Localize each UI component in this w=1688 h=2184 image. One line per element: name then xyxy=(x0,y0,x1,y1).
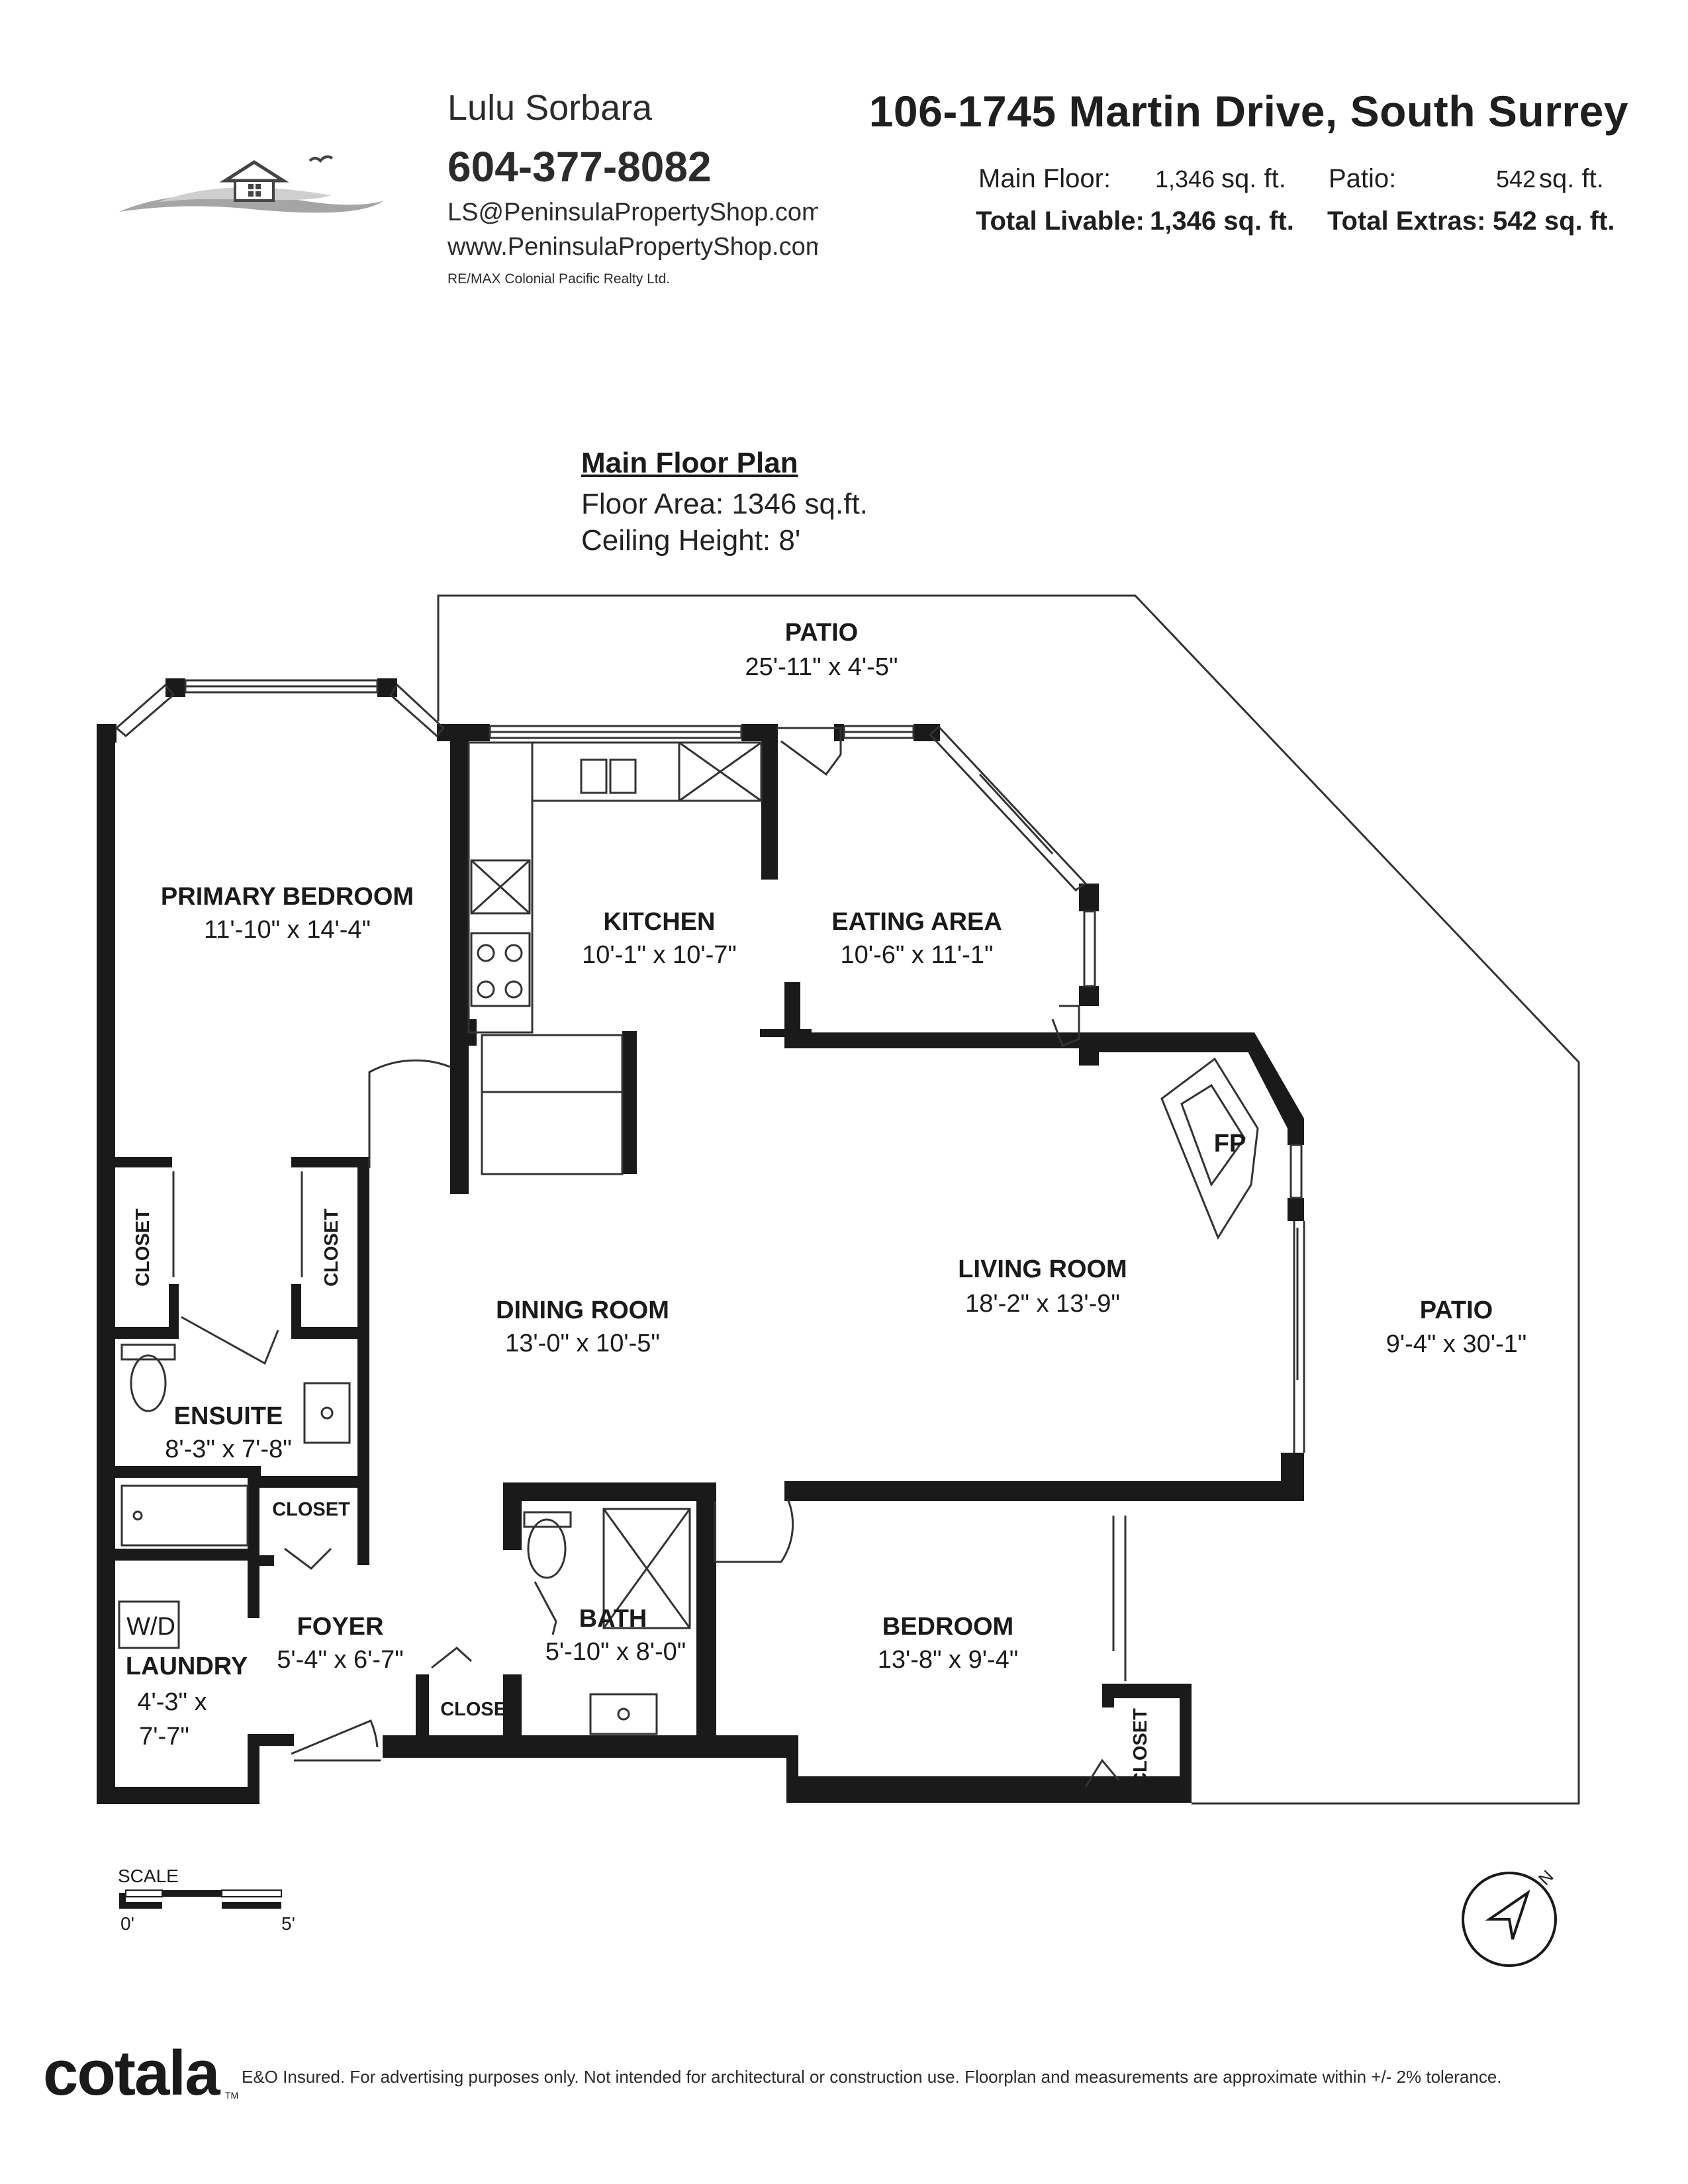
patio-outline xyxy=(437,594,1580,1805)
scale-bar: SCALE 0' 5' xyxy=(118,1866,295,1934)
fireplace xyxy=(1160,1057,1259,1240)
scale-end: 5' xyxy=(281,1913,295,1934)
laundry-dims-2: 7'-7" xyxy=(139,1723,189,1751)
primary-bedroom-label: PRIMARY BEDROOM xyxy=(161,883,414,911)
kitchen-label: KITCHEN xyxy=(604,908,716,936)
total-extras-label: Total Extras: xyxy=(1327,206,1486,236)
main-floor-value: 1,346 xyxy=(1155,165,1215,193)
bedroom-label: BEDROOM xyxy=(882,1613,1013,1641)
dining-room-dims: 13'-0" x 10'-5" xyxy=(505,1330,660,1357)
living-room-dims: 18'-2" x 13'-9" xyxy=(965,1290,1120,1318)
laundry-label: LAUNDRY xyxy=(126,1653,248,1680)
total-livable-label: Total Livable: xyxy=(976,206,1145,236)
foyer-dims: 5'-4" x 6'-7" xyxy=(277,1646,403,1674)
total-livable-value: 1,346 sq. ft. xyxy=(1150,206,1294,236)
total-extras-value: 542 sq. ft. xyxy=(1493,206,1615,236)
doors xyxy=(172,727,1127,1788)
ensuite-dims: 8'-3" x 7'-8" xyxy=(165,1435,291,1463)
windows xyxy=(115,679,1305,1453)
agent-brokerage: RE/MAX Colonial Pacific Realty Ltd. xyxy=(447,271,671,287)
living-room-label: LIVING ROOM xyxy=(958,1255,1127,1283)
agent-phone: 604-377-8082 xyxy=(447,143,712,191)
patio-area-unit: sq. ft. xyxy=(1539,164,1604,193)
dining-room-label: DINING ROOM xyxy=(496,1297,669,1324)
agent-email: LS@PeninsulaPropertyShop.com xyxy=(447,199,818,226)
primary-bedroom-dims: 11'-10" x 14'-4" xyxy=(204,916,371,944)
patio-label: Patio: xyxy=(1329,164,1397,193)
floor-area: Floor Area: 1346 sq.ft. xyxy=(581,488,868,520)
main-floor-unit: sq. ft. xyxy=(1221,164,1286,193)
scale-label: SCALE xyxy=(118,1866,179,1886)
washer-dryer-label: W/D xyxy=(126,1613,175,1641)
patio-top-dims: 25'-11" x 4'-5" xyxy=(745,653,898,681)
patio-right-label: PATIO xyxy=(1420,1297,1493,1324)
plan-title: Main Floor Plan xyxy=(581,447,798,479)
bath-dims: 5'-10" x 8'-0" xyxy=(545,1638,686,1666)
listing-address: 106-1745 Martin Drive, South Surrey xyxy=(868,87,1628,136)
walls xyxy=(97,678,1304,1804)
kitchen-counters xyxy=(467,741,763,1175)
closet-label: CLOSET xyxy=(440,1699,518,1720)
patio-area-value: 542 xyxy=(1496,165,1536,193)
closet-label: CLOSET xyxy=(1130,1708,1151,1786)
bedroom-dims: 13'-8" x 9'-4" xyxy=(878,1646,1019,1674)
bath-label: BATH xyxy=(579,1605,647,1633)
ensuite-label: ENSUITE xyxy=(174,1402,283,1430)
disclaimer-text: E&O Insured. For advertising purposes on… xyxy=(242,2067,1502,2087)
patio-top-label: PATIO xyxy=(785,619,858,647)
fireplace-label: FP xyxy=(1214,1130,1246,1158)
cotala-logo: cotala xyxy=(43,2038,220,2109)
cotala-tm: TM xyxy=(225,2090,239,2101)
agent-name: Lulu Sorbara xyxy=(447,88,653,128)
eating-area-dims: 10'-6" x 11'-1" xyxy=(841,941,994,969)
agent-website: www.PeninsulaPropertyShop.com xyxy=(447,233,818,261)
north-label: N xyxy=(1534,1866,1557,1889)
compass-icon: N xyxy=(1462,1866,1558,1967)
closet-label: CLOSET xyxy=(132,1208,154,1287)
brokerage-logo xyxy=(119,155,384,213)
foyer-label: FOYER xyxy=(297,1613,384,1641)
scale-start: 0' xyxy=(120,1913,134,1934)
ceiling-height: Ceiling Height: 8' xyxy=(581,524,801,557)
patio-right-dims: 9'-4" x 30'-1" xyxy=(1386,1330,1527,1358)
kitchen-dims: 10'-1" x 10'-7" xyxy=(582,941,737,969)
closet-label: CLOSET xyxy=(321,1208,342,1287)
bath-fixtures xyxy=(118,1343,691,1735)
main-floor-label: Main Floor: xyxy=(978,164,1111,193)
eating-area-label: EATING AREA xyxy=(831,908,1002,936)
closet-label: CLOSET xyxy=(272,1499,350,1520)
laundry-dims-1: 4'-3" x xyxy=(137,1688,207,1716)
